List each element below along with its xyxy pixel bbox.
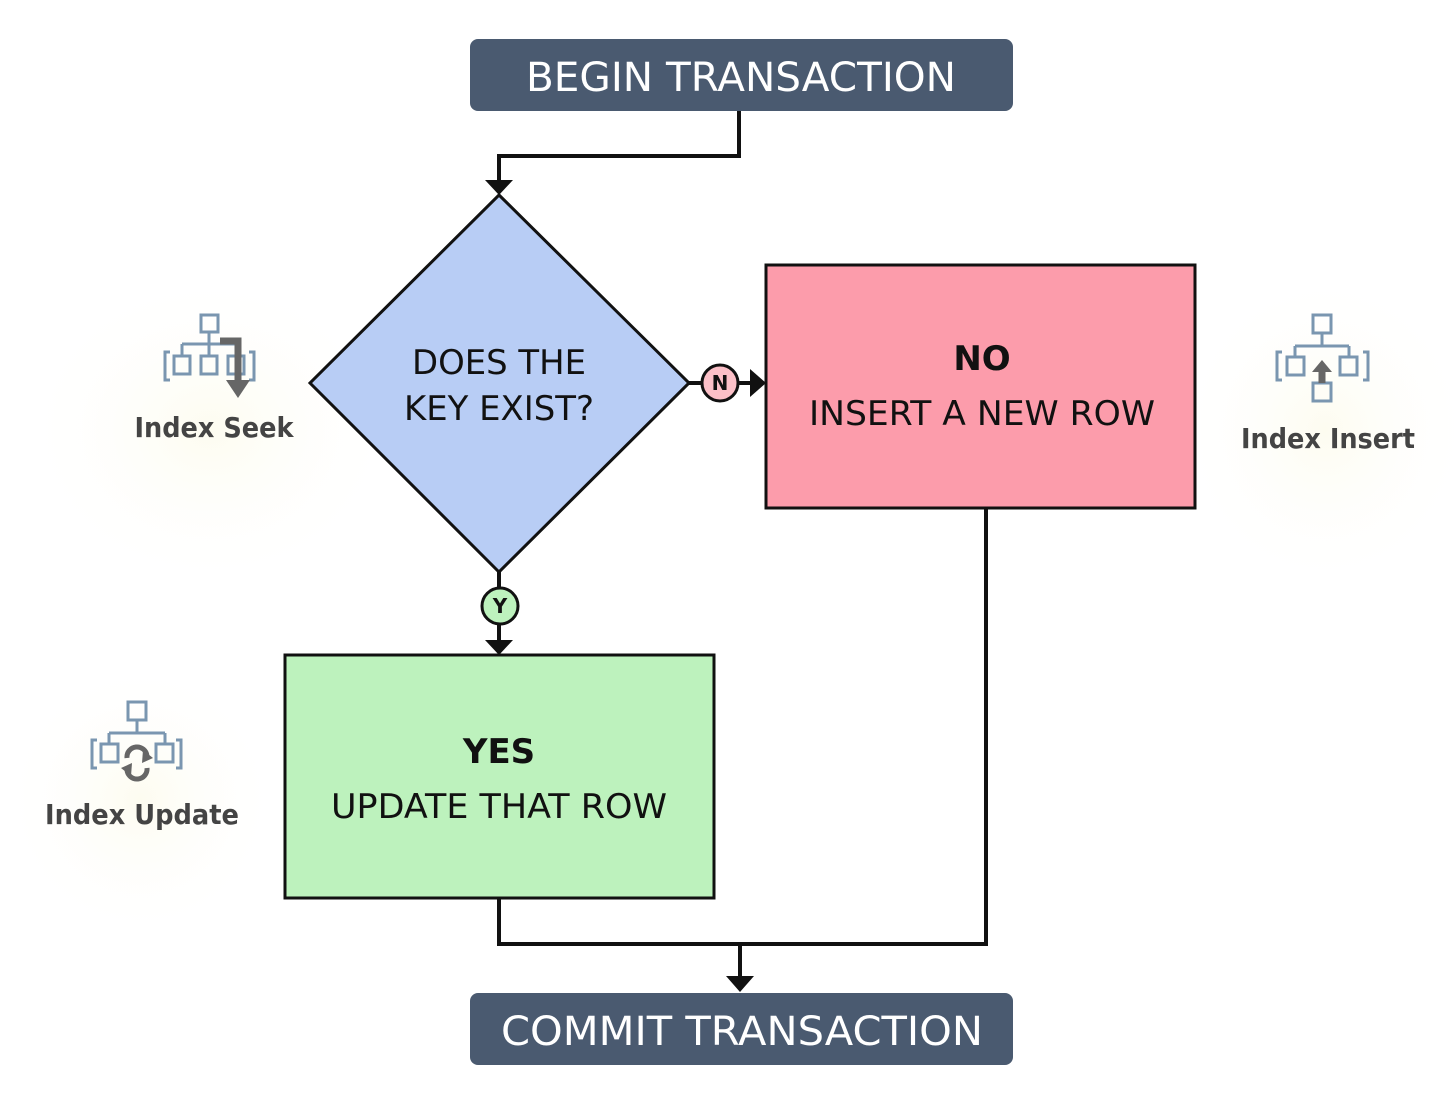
arrowhead-down <box>485 640 513 655</box>
begin-transaction-label: BEGIN TRANSACTION <box>526 55 956 101</box>
insert-row-node: NO INSERT A NEW ROW <box>764 263 1197 510</box>
update-row-action: UPDATE THAT ROW <box>331 787 667 827</box>
insert-row-title: NO <box>953 339 1010 379</box>
index-update-icon <box>90 700 183 782</box>
update-row-node: YES UPDATE THAT ROW <box>283 653 716 900</box>
yes-branch-marker-label: Y <box>492 594 508 618</box>
decision-node: DOES THE KEY EXIST? <box>307 192 692 575</box>
connector-yes-to-commit <box>497 509 988 946</box>
commit-transaction-label: COMMIT TRANSACTION <box>501 1009 983 1055</box>
arrowheads <box>485 180 766 992</box>
commit-transaction-node: COMMIT TRANSACTION <box>470 993 1013 1065</box>
icon-halo <box>0 660 280 940</box>
begin-transaction-node: BEGIN TRANSACTION <box>470 39 1013 111</box>
insert-row-action: INSERT A NEW ROW <box>809 394 1155 434</box>
yes-branch-marker: Y <box>480 586 520 626</box>
arrowhead-down <box>726 976 754 992</box>
icon-halo <box>20 270 400 590</box>
connector-begin-to-decision <box>497 111 741 182</box>
index-update-label: Index Update <box>45 798 239 831</box>
index-seek-label: Index Seek <box>135 411 295 444</box>
decision-label-line2: KEY EXIST? <box>404 389 594 429</box>
index-seek-icon <box>163 313 256 398</box>
arrowhead-right <box>750 369 766 397</box>
icon-halo <box>1175 270 1456 590</box>
no-branch-marker-label: N <box>712 371 729 395</box>
decision-label-line1: DOES THE <box>412 343 586 383</box>
update-row-title: YES <box>462 732 535 772</box>
index-insert-icon <box>1275 313 1370 403</box>
index-insert-label: Index Insert <box>1241 422 1415 455</box>
no-branch-marker: N <box>700 363 740 403</box>
arrowhead-down <box>485 180 513 195</box>
